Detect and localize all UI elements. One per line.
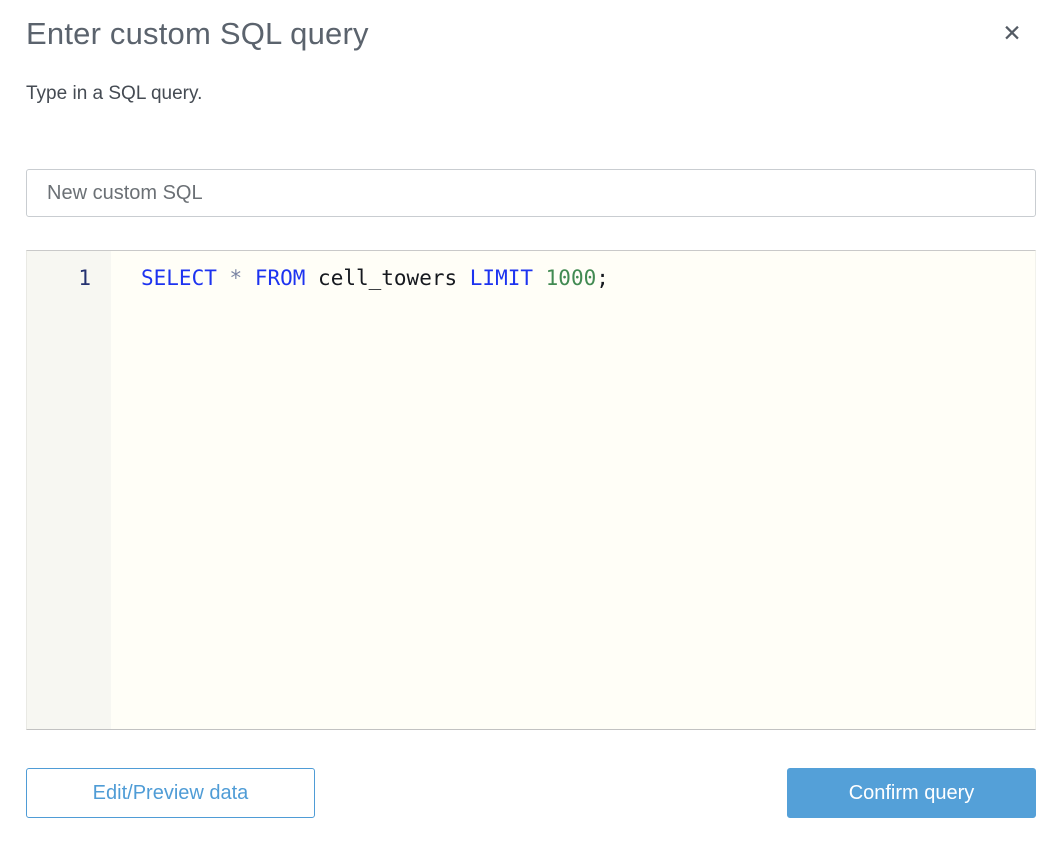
editor-line-number-gutter: 1 [27,251,111,729]
query-name-input[interactable] [26,169,1036,217]
dialog-title: Enter custom SQL query [26,16,369,51]
sql-code-editor[interactable]: 1 SELECT * FROM cell_towers LIMIT 1000; [26,250,1036,730]
sql-code-line[interactable]: SELECT * FROM cell_towers LIMIT 1000; [141,266,609,290]
line-number: 1 [78,266,91,290]
edit-preview-data-button[interactable]: Edit/Preview data [26,768,315,818]
dialog-footer: Edit/Preview data Confirm query [26,768,1036,818]
close-icon[interactable]: ✕ [999,20,1025,46]
dialog-header: Enter custom SQL query ✕ [0,0,1061,52]
confirm-query-button[interactable]: Confirm query [787,768,1036,818]
dialog-subtitle: Type in a SQL query. [26,83,203,104]
